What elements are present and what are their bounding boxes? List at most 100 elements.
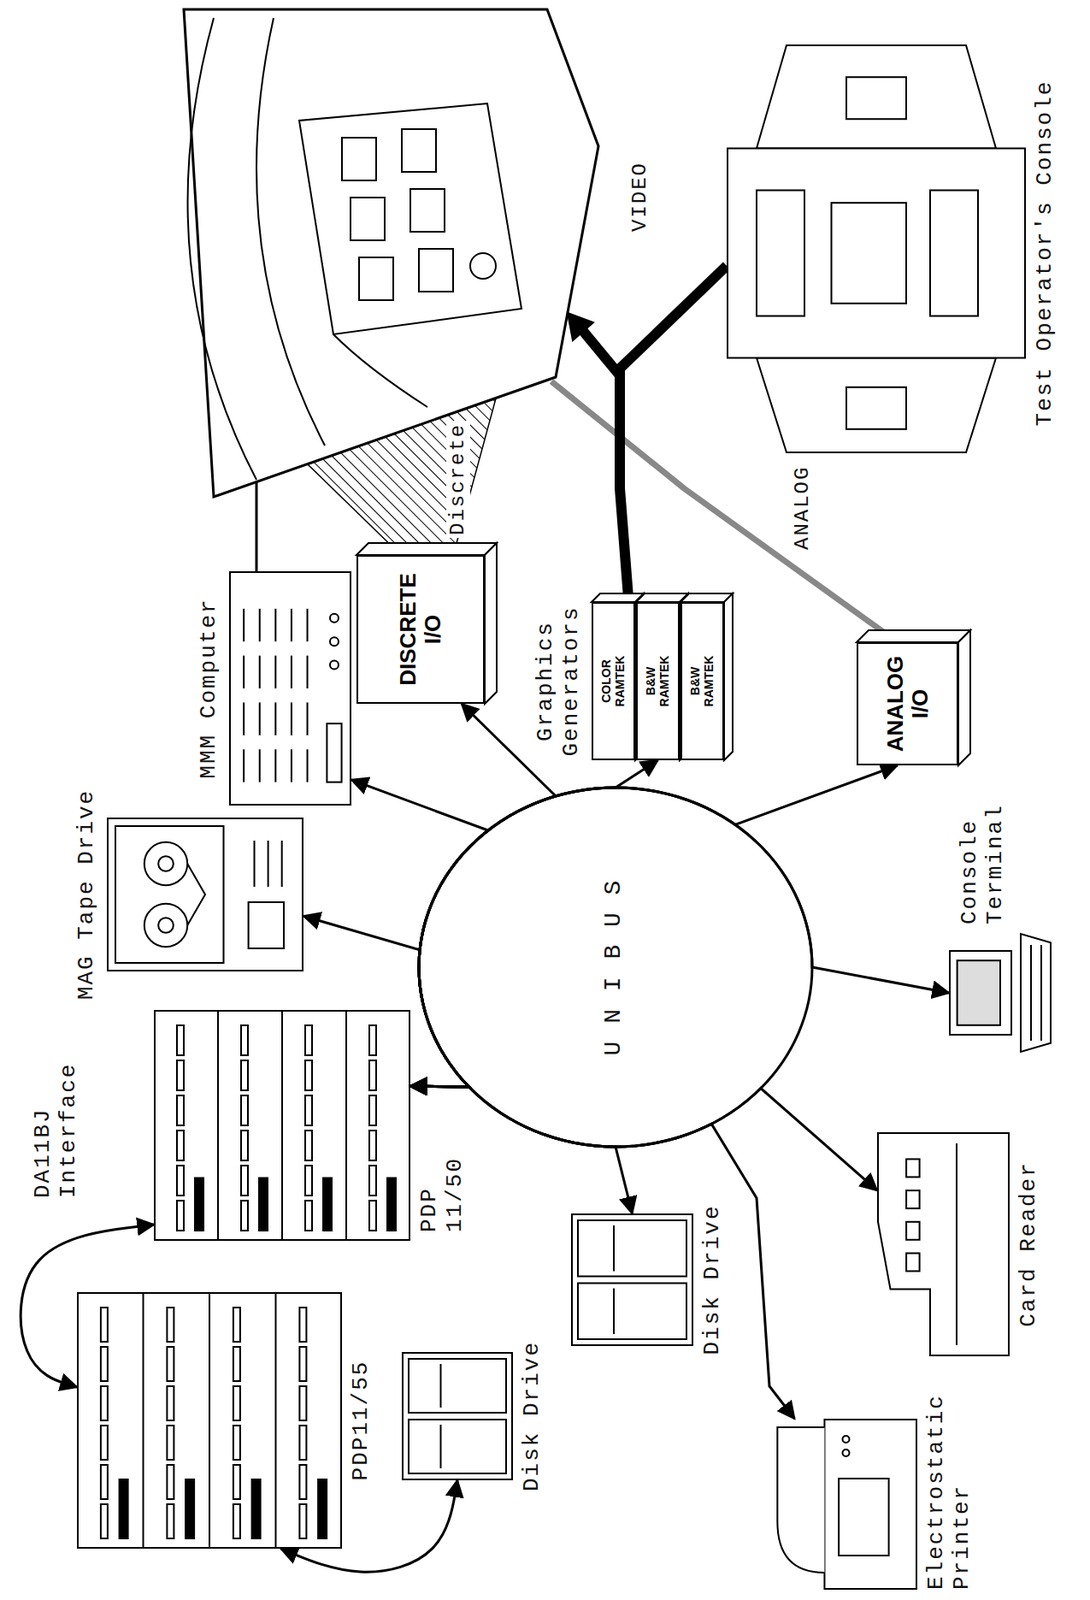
switch <box>176 1060 184 1090</box>
tape-path <box>187 863 206 926</box>
signal-label: Discrete <box>446 420 471 538</box>
switch <box>305 1130 313 1161</box>
instrument <box>341 137 377 181</box>
unibus-link <box>410 765 898 1087</box>
switch <box>241 1200 248 1231</box>
vent-line <box>306 608 309 642</box>
canopy-line <box>188 17 257 480</box>
label-holder: Graphics Generators <box>533 587 585 776</box>
vent-line <box>259 655 261 689</box>
label-holder: U N I B U S <box>600 864 628 1070</box>
reader-button <box>906 1221 920 1240</box>
key-row <box>1030 944 1032 1041</box>
indicator <box>842 1449 850 1456</box>
switch <box>305 1060 313 1090</box>
panel-line <box>267 840 270 887</box>
switch <box>166 1503 174 1538</box>
device-label: Electrostatic Printer <box>924 1362 976 1590</box>
vent-line <box>274 655 277 689</box>
device-label: PDP 11/50 <box>417 1146 469 1232</box>
indicator <box>185 1478 195 1538</box>
console-wing <box>756 45 996 149</box>
tape-panel <box>248 901 284 949</box>
monitor <box>949 950 1012 1035</box>
disk-illustration <box>401 1351 513 1480</box>
vent-line <box>259 608 261 642</box>
vent-line <box>290 655 293 689</box>
instrument <box>350 197 385 241</box>
switch <box>369 1130 377 1161</box>
unibus-link <box>351 779 489 1087</box>
switch <box>299 1464 307 1499</box>
drive-bay <box>577 1219 687 1277</box>
instrument <box>359 257 394 301</box>
switch <box>241 1165 248 1196</box>
panel-line <box>281 840 283 887</box>
video-band <box>583 330 620 376</box>
box-label: ANALOG I/O <box>883 652 932 755</box>
box-label: DISCRETE I/O <box>395 565 445 694</box>
card-reader: Card Reader <box>877 1131 1010 1356</box>
switch <box>176 1200 184 1231</box>
cabinet <box>77 1292 342 1548</box>
disk-case <box>571 1213 693 1345</box>
vent-line <box>274 608 277 642</box>
label-holder: Disk Drive <box>519 1321 546 1510</box>
reader-line <box>955 1143 958 1345</box>
device-label: Card Reader <box>1016 1131 1043 1356</box>
reader-button <box>906 1190 920 1208</box>
cabinet <box>154 1010 410 1240</box>
printer-body <box>824 1419 917 1589</box>
console-screen <box>831 202 908 304</box>
disk-drive: Disk Drive <box>571 1213 694 1346</box>
drive-slot <box>612 1225 615 1272</box>
switch <box>100 1425 108 1460</box>
device-label: MMM Computer <box>196 568 223 808</box>
printer-hood <box>777 1426 825 1573</box>
indicator <box>252 1478 261 1538</box>
vent-line <box>290 701 293 735</box>
indicator <box>842 1435 850 1443</box>
cab-illustration <box>76 1291 342 1549</box>
drive-slot <box>440 1363 442 1408</box>
instrument <box>401 129 436 172</box>
cab-illustration <box>153 1009 411 1241</box>
signal-label: VIDEO <box>628 161 653 232</box>
cabinet-divider <box>345 1010 348 1240</box>
display-window <box>326 723 342 783</box>
indicator <box>119 1478 129 1538</box>
printer: Electrostatic Printer <box>774 1418 918 1590</box>
flight-computer: MMM Computer <box>229 571 352 806</box>
box-bottom-face <box>958 630 971 766</box>
io-box: DISCRETE I/O <box>356 554 485 704</box>
tape-drive: MAG Tape Drive <box>106 817 304 972</box>
discrete-band <box>307 398 496 556</box>
printer-illustration <box>774 1418 918 1590</box>
vent-line <box>242 701 245 735</box>
vent-line <box>242 655 245 689</box>
box-label: B&W RAMTEK <box>644 647 672 716</box>
console-terminal: Console Terminal <box>948 932 1052 1053</box>
switch <box>369 1060 377 1090</box>
knob <box>329 636 339 646</box>
tape-window <box>115 825 224 963</box>
label-holder: Card Reader <box>1016 1131 1043 1356</box>
switch <box>233 1425 241 1460</box>
label-holder: VIDEO <box>628 161 653 232</box>
switch <box>100 1307 108 1342</box>
box-label: COLOR RAMTEK <box>600 647 627 716</box>
box-bottom-face <box>724 593 733 761</box>
switch <box>166 1346 174 1381</box>
switch <box>299 1346 307 1381</box>
wing-panel <box>846 76 907 119</box>
switch <box>241 1025 248 1055</box>
ramtek-box: COLOR RAMTEK <box>591 601 636 761</box>
cabinet-divider <box>208 1292 211 1548</box>
device-label: Disk Drive <box>700 1185 726 1374</box>
minicomputer: PDP 11/50 <box>153 1009 411 1241</box>
vent-line <box>274 748 277 782</box>
switch <box>369 1095 377 1126</box>
switch <box>100 1464 108 1499</box>
